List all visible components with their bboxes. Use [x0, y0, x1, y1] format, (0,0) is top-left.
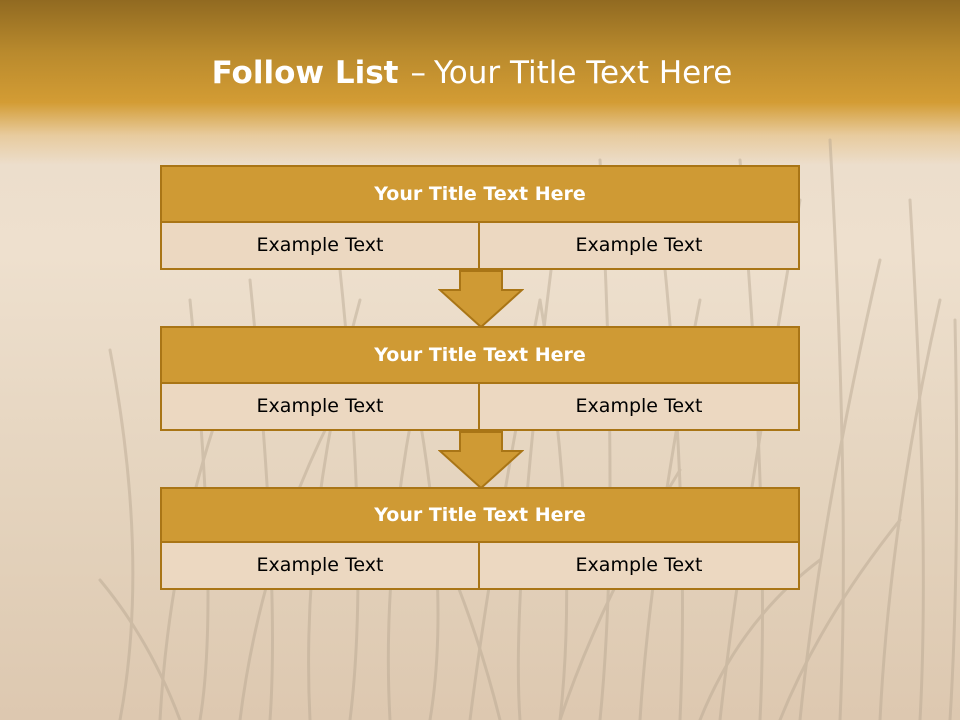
down-arrow-icon — [438, 431, 524, 489]
block-title: Your Title Text Here — [160, 487, 800, 543]
block-right-text: Example Text — [480, 541, 800, 590]
block-left-text: Example Text — [160, 541, 480, 590]
follow-block-1: Your Title Text Here Example Text Exampl… — [160, 165, 800, 270]
block-right-text: Example Text — [480, 221, 800, 270]
slide-title-bold: Follow List — [211, 55, 399, 91]
block-left-text: Example Text — [160, 221, 480, 270]
slide-title-rest: Your Title Text Here — [433, 55, 733, 91]
slide-title-dash: – — [410, 55, 426, 91]
block-left-text: Example Text — [160, 382, 480, 431]
down-arrow-icon — [438, 270, 524, 328]
block-title: Your Title Text Here — [160, 326, 800, 384]
header-band — [0, 0, 960, 165]
follow-block-2: Your Title Text Here Example Text Exampl… — [160, 326, 800, 431]
block-title: Your Title Text Here — [160, 165, 800, 223]
slide-title: Follow List–Your Title Text Here — [0, 55, 944, 91]
follow-block-3: Your Title Text Here Example Text Exampl… — [160, 487, 800, 592]
block-right-text: Example Text — [480, 382, 800, 431]
